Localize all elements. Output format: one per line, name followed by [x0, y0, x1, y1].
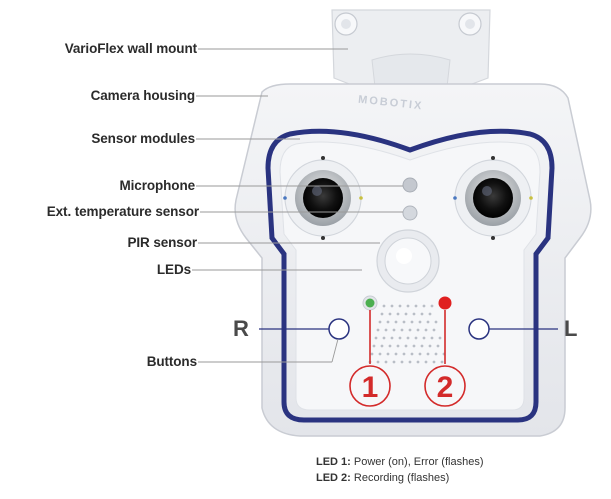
grille-dot [388, 312, 392, 316]
label-wall-mount: VarioFlex wall mount [64, 41, 197, 56]
grille-dot [426, 352, 430, 356]
grille-dot [380, 312, 384, 316]
led-1-green [365, 298, 375, 308]
grille-dot [412, 312, 416, 316]
grille-dot [396, 312, 400, 316]
grille-dot [402, 320, 406, 324]
grille-dot [422, 304, 426, 308]
legend-led-2: LED 2: Recording (flashes) [316, 472, 449, 484]
grille-dot [390, 304, 394, 308]
grille-dot [372, 344, 376, 348]
grille-dot [424, 360, 428, 364]
legend-led-2-text: Recording (flashes) [350, 472, 450, 484]
grille-dot [420, 344, 424, 348]
label-side-left: L [564, 316, 578, 341]
legend-led-1-key: LED 1: [316, 456, 351, 468]
grille-dot [404, 344, 408, 348]
grille-dot [384, 328, 388, 332]
led-2-red [438, 296, 452, 310]
grille-dot [400, 360, 404, 364]
label-buttons: Buttons [146, 354, 197, 369]
grille-dot [430, 336, 434, 340]
wall-mount-shape [331, 9, 491, 97]
grille-dot [438, 336, 442, 340]
grille-dot [420, 312, 424, 316]
grille-dot [424, 328, 428, 332]
grille-dot [410, 320, 414, 324]
grille-dot [400, 328, 404, 332]
microphone-port [402, 177, 418, 193]
button-right[interactable] [328, 318, 350, 340]
grille-dot [406, 336, 410, 340]
grille-dot [382, 336, 386, 340]
led-1-number: 1 [362, 371, 379, 404]
grille-dot [388, 344, 392, 348]
grille-dot [432, 360, 436, 364]
grille-dot [412, 344, 416, 348]
grille-dot [406, 304, 410, 308]
grille-dot [414, 336, 418, 340]
grille-dot [376, 328, 380, 332]
sensor-module-left-side [453, 156, 533, 240]
grille-dot [382, 304, 386, 308]
grille-dot [392, 360, 396, 364]
grille-dot [396, 344, 400, 348]
grille-dot [432, 328, 436, 332]
speaker-grille [368, 304, 446, 364]
grille-dot [428, 312, 432, 316]
grille-dot [374, 336, 378, 340]
grille-dot [378, 320, 382, 324]
grille-dot [430, 304, 434, 308]
grille-dot [418, 352, 422, 356]
label-camera-housing: Camera housing [90, 88, 195, 103]
label-temperature-sensor: Ext. temperature sensor [46, 204, 199, 219]
grille-dot [398, 336, 402, 340]
temperature-sensor-port [402, 205, 418, 221]
leader-lines [192, 48, 403, 363]
grille-dot [380, 344, 384, 348]
grille-dot [390, 336, 394, 340]
label-pir-sensor: PIR sensor [127, 235, 197, 250]
grille-dot [416, 328, 420, 332]
grille-dot [384, 360, 388, 364]
grille-dot [418, 320, 422, 324]
grille-dot [436, 344, 440, 348]
button-left[interactable] [468, 318, 490, 340]
grille-dot [422, 336, 426, 340]
grille-dot [426, 320, 430, 324]
grille-dot [370, 352, 374, 356]
grille-dot [434, 352, 438, 356]
legend-led-1: LED 1: Power (on), Error (flashes) [316, 456, 484, 468]
grille-dot [410, 352, 414, 356]
grille-dot [404, 312, 408, 316]
grille-dot [434, 320, 438, 324]
grille-dot [378, 352, 382, 356]
grille-dot [428, 344, 432, 348]
led-markers [349, 310, 466, 407]
led-2-number: 2 [437, 371, 454, 404]
grille-dot [398, 304, 402, 308]
grille-dot [408, 360, 412, 364]
grille-dot [392, 328, 396, 332]
label-sensor-modules: Sensor modules [91, 131, 195, 146]
label-microphone: Microphone [119, 178, 196, 193]
label-side-right: R [233, 316, 249, 341]
label-leds: LEDs [156, 262, 191, 277]
legend-led-1-text: Power (on), Error (flashes) [350, 456, 484, 468]
legend-led-2-key: LED 2: [316, 472, 351, 484]
grille-dot [394, 320, 398, 324]
grille-dot [408, 328, 412, 332]
pir-sensor-shape [376, 229, 440, 293]
grille-dot [416, 360, 420, 364]
grille-dot [402, 352, 406, 356]
grille-dot [440, 360, 444, 364]
grille-dot [376, 360, 380, 364]
grille-dot [386, 352, 390, 356]
housing-seal-outline [265, 128, 555, 423]
grille-dot [414, 304, 418, 308]
grille-dot [386, 320, 390, 324]
grille-dot [394, 352, 398, 356]
